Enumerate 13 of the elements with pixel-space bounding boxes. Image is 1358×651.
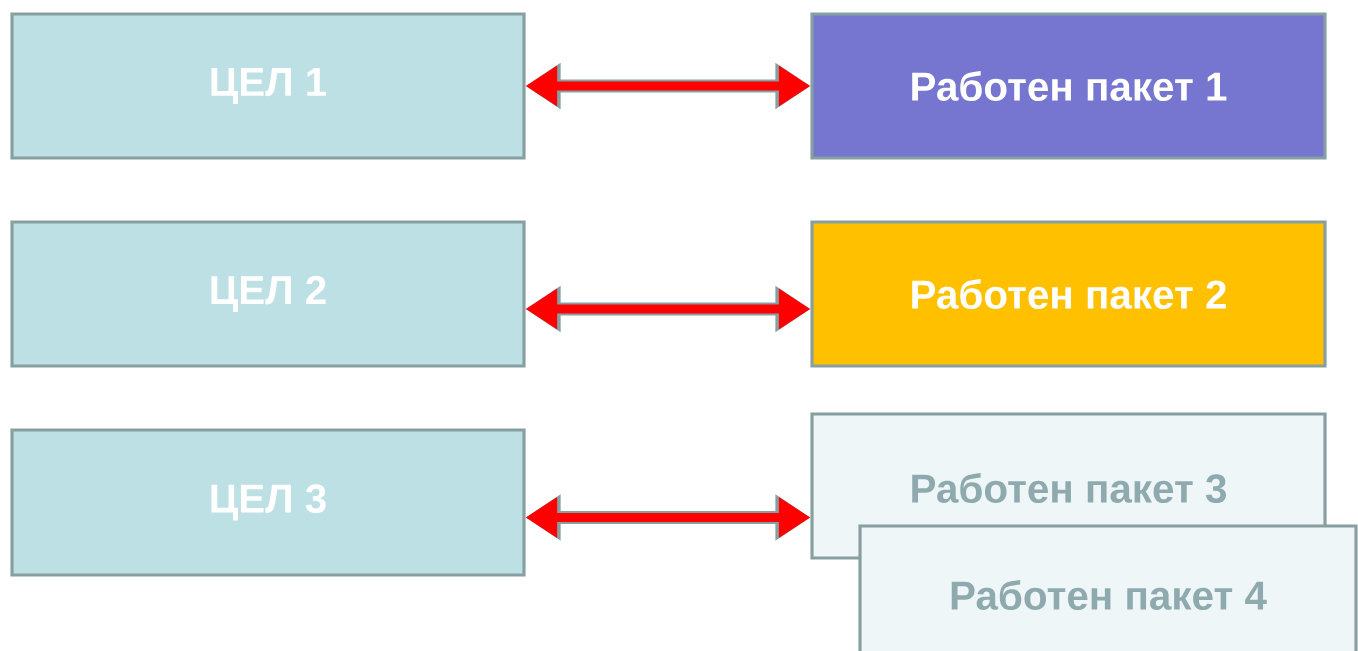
goal-box (10, 12, 526, 160)
work-package-box (858, 524, 1358, 651)
box-label: ЦЕЛ 3 (211, 484, 326, 521)
box-label: ЦЕЛ 1 (211, 68, 327, 104)
box-label: Работен пакет 4 (951, 579, 1267, 610)
box-label: Работен пакет 3 (912, 472, 1226, 504)
box-label: ЦЕЛ 2 (211, 275, 326, 313)
box-label: Работен пакет 2 (912, 278, 1226, 309)
work-package-box (810, 220, 1327, 368)
box-label: Работен пакет 1 (912, 70, 1227, 101)
goal-box (10, 220, 526, 368)
goal-box (10, 428, 526, 577)
work-package-box (810, 12, 1327, 160)
